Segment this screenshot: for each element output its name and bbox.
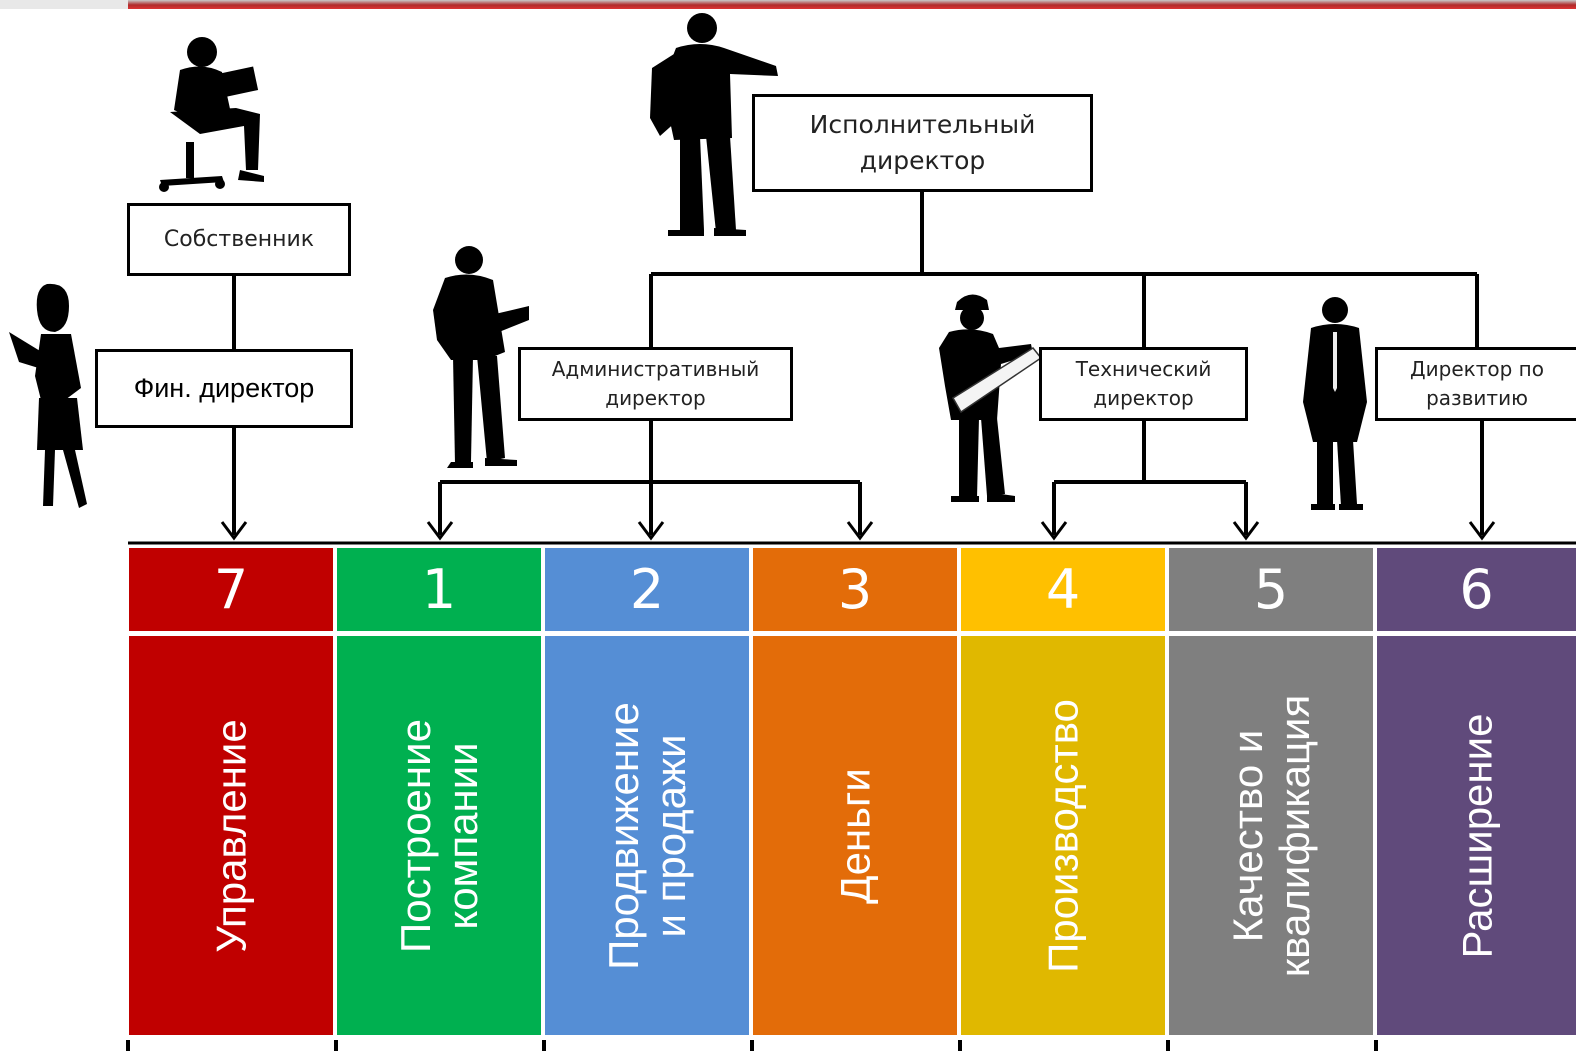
person-with-folder-icon	[433, 246, 529, 468]
column-body: Управление	[129, 636, 333, 1035]
column-number: 7	[129, 548, 333, 631]
column-body: Качество и квалификация	[1169, 636, 1373, 1035]
column-divider	[129, 631, 333, 636]
column-company-building: 1 Построение компании	[337, 548, 541, 1035]
column-divider	[753, 631, 957, 636]
column-label: Построение компании	[391, 718, 486, 953]
businessman-standing-icon	[1303, 297, 1367, 510]
column-body: Производство	[961, 636, 1165, 1035]
column-number: 5	[1169, 548, 1373, 631]
column-label: Расширение	[1452, 713, 1500, 958]
admin-director-box: Административный директор	[518, 347, 793, 421]
column-body: Построение компании	[337, 636, 541, 1035]
column-number: 2	[545, 548, 749, 631]
column-divider	[1169, 631, 1373, 636]
person-laptop-chair-icon	[159, 37, 264, 192]
executive-director-box: Исполнительный директор	[752, 94, 1093, 192]
column-divider	[545, 631, 749, 636]
column-body: Расширение	[1377, 636, 1576, 1035]
column-number: 6	[1377, 548, 1576, 631]
column-body: Деньги	[753, 636, 957, 1035]
top-accent-bar	[0, 0, 1576, 9]
column-management: 7 Управление	[129, 548, 333, 1035]
column-expansion: 6 Расширение	[1377, 548, 1576, 1035]
engineer-hardhat-icon	[939, 294, 1043, 502]
column-label: Управление	[207, 718, 255, 953]
column-number: 3	[753, 548, 957, 631]
column-quality: 5 Качество и квалификация	[1169, 548, 1373, 1035]
column-number: 4	[961, 548, 1165, 631]
column-money: 3 Деньги	[753, 548, 957, 1035]
woman-with-folder-icon	[9, 283, 87, 508]
column-production: 4 Производство	[961, 548, 1165, 1035]
column-body: Продвижение и продажи	[545, 636, 749, 1035]
development-director-box: Директор по развитию	[1375, 347, 1576, 421]
column-label: Производство	[1039, 698, 1087, 973]
column-number: 1	[337, 548, 541, 631]
column-divider	[337, 631, 541, 636]
column-promotion-sales: 2 Продвижение и продажи	[545, 548, 749, 1035]
column-divider	[1377, 631, 1576, 636]
column-label: Качество и квалификация	[1223, 694, 1318, 977]
column-label: Продвижение и продажи	[599, 701, 694, 970]
owner-box: Собственник	[127, 203, 351, 276]
person-presenting-icon	[650, 13, 778, 236]
column-label: Деньги	[831, 767, 879, 904]
technical-director-box: Технический директор	[1039, 347, 1248, 421]
column-divider	[961, 631, 1165, 636]
top-accent-tab	[0, 0, 128, 9]
financial-director-box: Фин. директор	[95, 349, 353, 428]
